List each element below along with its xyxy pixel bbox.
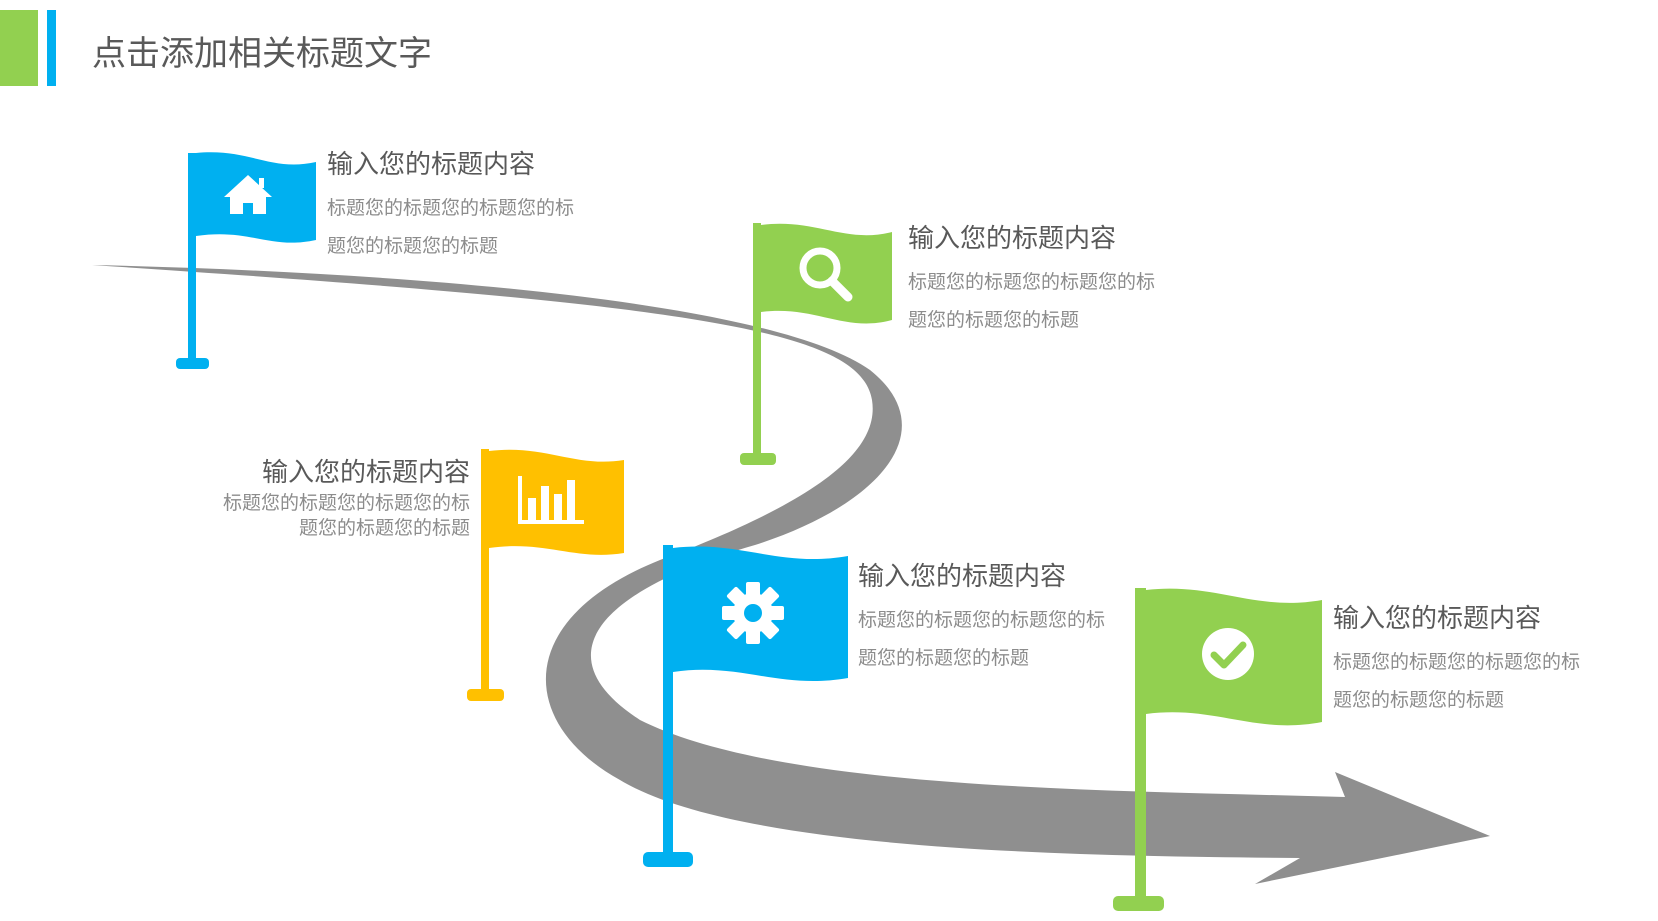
milestone-body-line: 题您的标题您的标题: [908, 309, 1080, 332]
milestone-title: 输入您的标题内容: [1333, 604, 1542, 634]
flag-4-pole: [663, 545, 673, 855]
page-title: 点击添加相关标题文字: [92, 34, 432, 74]
milestone-1-text: 输入您的标题内容 标题您的标题您的标题您的标 题您的标题您的标题: [327, 150, 574, 265]
milestone-body-line: 题您的标题您的标题: [1333, 689, 1505, 712]
milestone-body-line: 题您的标题您的标题: [858, 647, 1030, 670]
flag-3-pole: [481, 449, 489, 691]
flag-1: [176, 152, 316, 369]
road-path: [92, 265, 1490, 884]
flag-2-cloth: [761, 223, 892, 324]
checkmark-icon: [1202, 628, 1254, 680]
milestone-body-line: 标题您的标题您的标题您的标: [327, 197, 575, 220]
milestone-body: 标题您的标题您的标题您的标 题您的标题您的标题: [327, 189, 574, 265]
gear-icon: [722, 582, 784, 644]
milestone-body-line: 标题您的标题您的标题您的标: [858, 609, 1106, 632]
title-accent-blue-bar: [47, 10, 56, 86]
milestone-4-text: 输入您的标题内容 标题您的标题您的标题您的标 题您的标题您的标题: [858, 562, 1105, 677]
home-icon: [224, 175, 272, 214]
milestone-body-line: 标题您的标题您的标题您的标: [222, 492, 470, 515]
flag-2-base: [740, 453, 776, 465]
flag-2: [740, 223, 892, 465]
flag-3: [467, 449, 624, 701]
flag-4: [643, 545, 848, 867]
flag-3-base: [467, 689, 504, 701]
milestone-body-line: 题您的标题您的标题: [327, 235, 499, 258]
flag-5-pole: [1135, 588, 1146, 898]
milestone-body: 标题您的标题您的标题您的标 题您的标题您的标题: [223, 491, 470, 541]
milestone-body-line: 题您的标题您的标题: [298, 517, 470, 540]
title-accent-green-bar: [0, 10, 38, 86]
milestone-body: 标题您的标题您的标题您的标 题您的标题您的标题: [1333, 643, 1580, 719]
milestone-body-line: 标题您的标题您的标题您的标: [1333, 651, 1581, 674]
flag-5: [1113, 588, 1322, 911]
milestone-title: 输入您的标题内容: [858, 562, 1067, 592]
flag-5-base: [1113, 896, 1164, 911]
flag-1-pole: [188, 153, 196, 358]
milestone-body: 标题您的标题您的标题您的标 题您的标题您的标题: [908, 263, 1155, 339]
milestone-title: 输入您的标题内容: [908, 224, 1117, 254]
milestone-5-text: 输入您的标题内容 标题您的标题您的标题您的标 题您的标题您的标题: [1333, 604, 1580, 719]
flag-4-base: [643, 852, 693, 867]
bar-chart-icon: [518, 476, 584, 524]
milestone-body: 标题您的标题您的标题您的标 题您的标题您的标题: [858, 601, 1105, 677]
flag-1-base: [176, 358, 209, 369]
milestone-3-text: 输入您的标题内容 标题您的标题您的标题您的标 题您的标题您的标题: [223, 458, 470, 541]
milestone-body-line: 标题您的标题您的标题您的标: [908, 271, 1156, 294]
milestone-title: 输入您的标题内容: [327, 150, 536, 180]
milestone-2-text: 输入您的标题内容 标题您的标题您的标题您的标 题您的标题您的标题: [908, 224, 1155, 339]
search-icon: [799, 247, 853, 302]
flag-2-pole: [753, 223, 761, 455]
milestone-title: 输入您的标题内容: [261, 458, 470, 488]
